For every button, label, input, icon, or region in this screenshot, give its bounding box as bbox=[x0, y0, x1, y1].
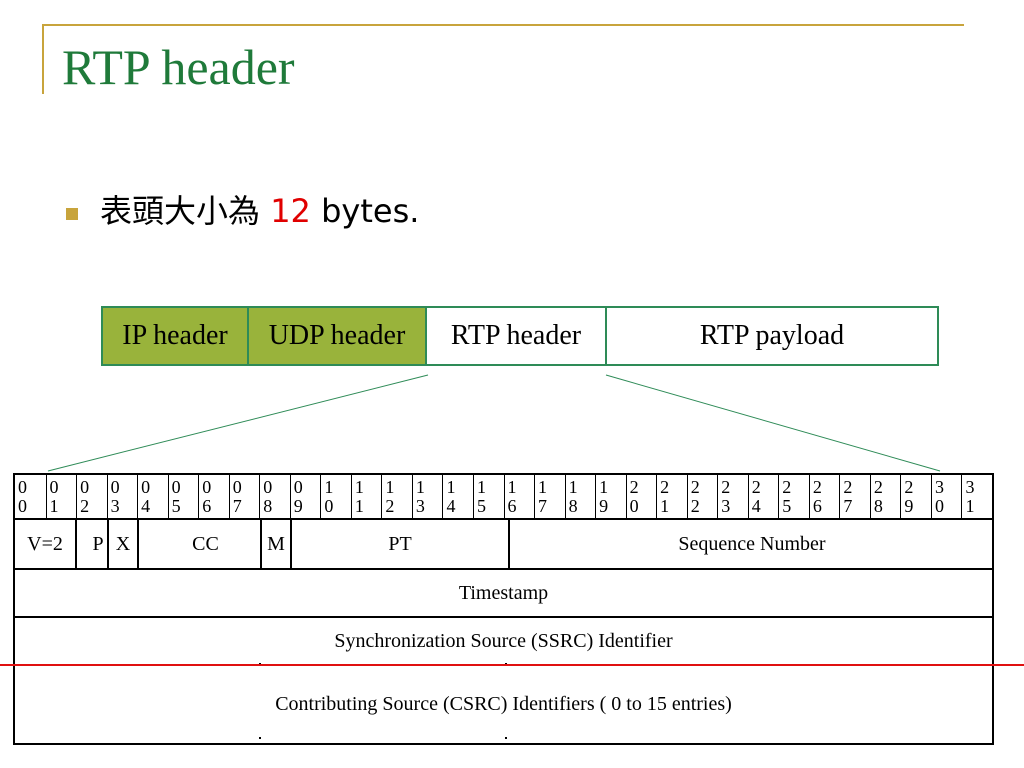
zoom-line-left bbox=[47, 374, 429, 472]
packet-layout: IP header UDP header RTP header RTP payl… bbox=[101, 306, 939, 366]
field-payload-type: PT bbox=[290, 520, 508, 568]
field-timestamp: Timestamp bbox=[15, 570, 992, 618]
field-ssrc: Synchronization Source (SSRC) Identifier bbox=[15, 618, 992, 666]
cut-line bbox=[0, 664, 1024, 666]
field-sequence-number: Sequence Number bbox=[508, 520, 994, 568]
bullet-prefix: 表頭大小為 bbox=[100, 192, 271, 230]
field-csrc: Contributing Source (CSRC) Identifiers (… bbox=[275, 693, 732, 715]
bullet-marker bbox=[66, 208, 78, 220]
field-version: V=2 bbox=[27, 532, 63, 555]
packet-segment-rtp-payload: RTP payload bbox=[699, 320, 845, 351]
tick-mark bbox=[505, 737, 507, 739]
field-marker: M bbox=[260, 520, 290, 568]
bullet-suffix: bytes. bbox=[310, 192, 420, 230]
packet-segment-ip-header: IP header bbox=[103, 308, 249, 364]
title-rule-top bbox=[42, 24, 964, 26]
packet-segment-rtp-header: RTP header bbox=[427, 308, 607, 364]
tick-mark bbox=[259, 737, 261, 739]
field-extension: X bbox=[107, 520, 137, 568]
slide-title: RTP header bbox=[62, 39, 295, 95]
field-padding: P bbox=[75, 520, 119, 568]
title-rule-left bbox=[42, 24, 44, 94]
bullet-text: 表頭大小為 12 bytes. bbox=[100, 192, 419, 230]
zoom-line-right bbox=[605, 374, 941, 472]
field-csrc-count: CC bbox=[137, 520, 272, 568]
packet-segment-udp-header: UDP header bbox=[249, 308, 427, 364]
field-row: V=2 P X CC M PT Sequence Number bbox=[15, 520, 992, 570]
bullet-number: 12 bbox=[270, 192, 311, 230]
